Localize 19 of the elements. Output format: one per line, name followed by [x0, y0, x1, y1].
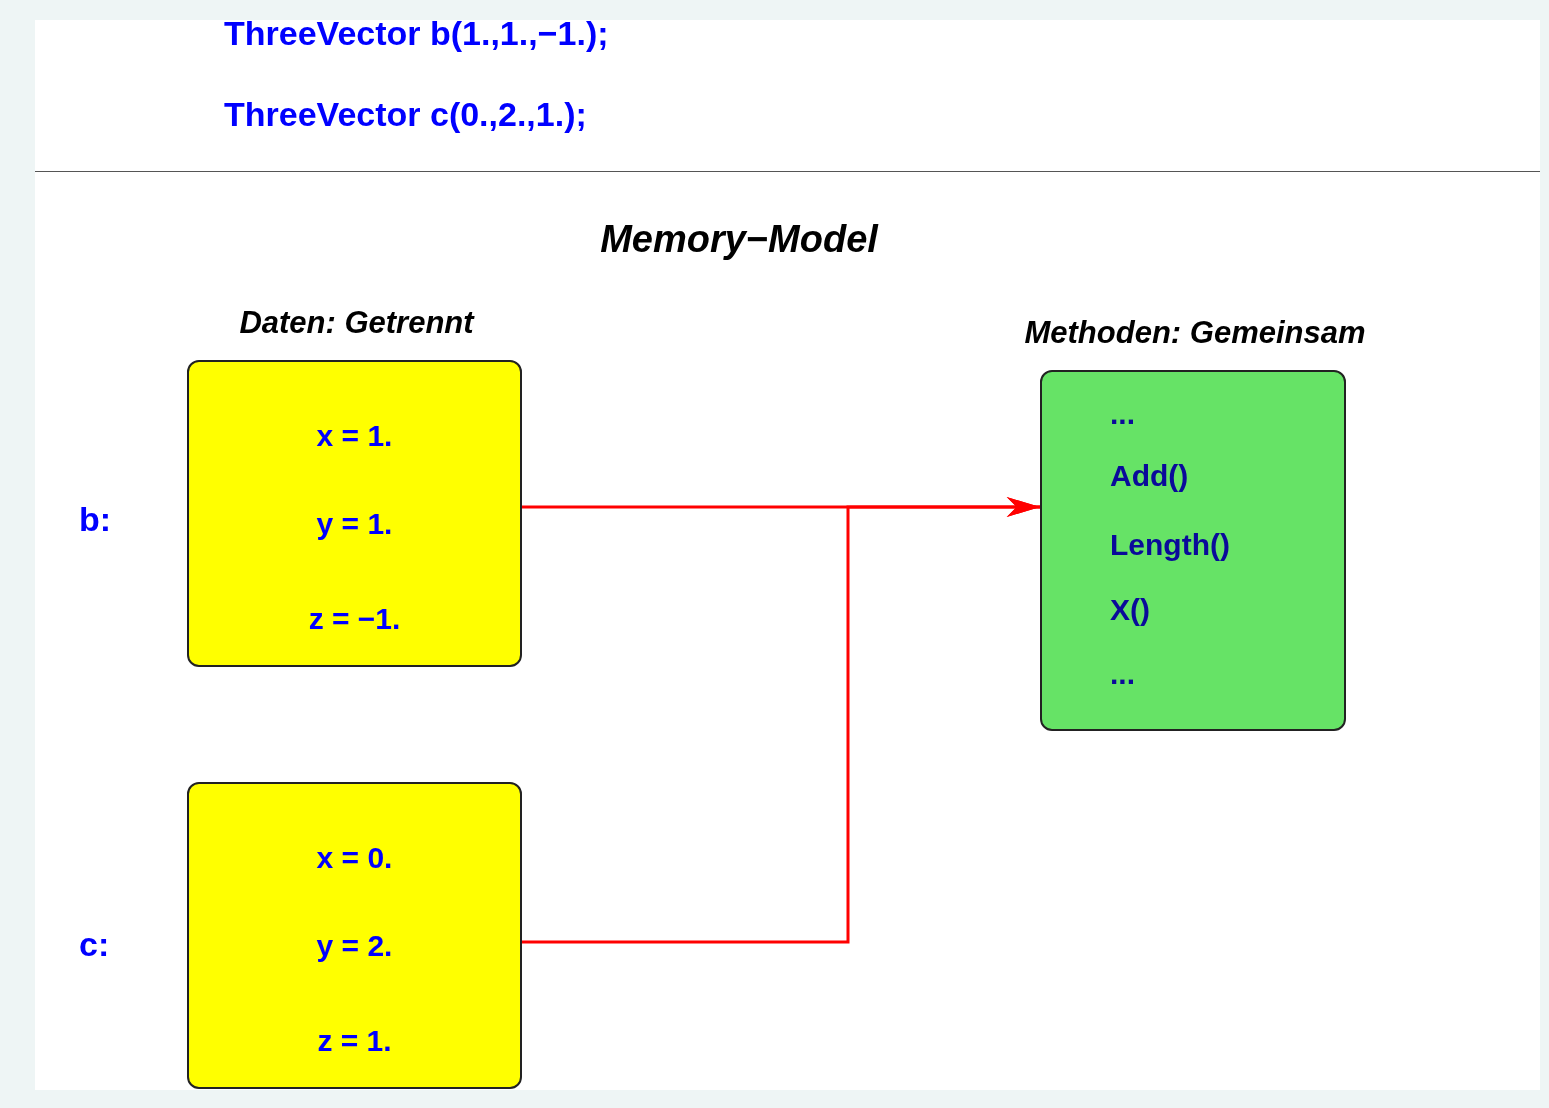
method-name: Length() [1110, 530, 1230, 560]
method-name: ... [1110, 399, 1135, 429]
column-heading: Daten: Getrennt [238, 305, 476, 341]
field-value: y = 1. [315, 509, 394, 539]
field-value: x = 1. [315, 421, 394, 451]
code-line: ThreeVector c(0.,2.,1.); [224, 97, 587, 131]
method-name: X() [1110, 595, 1150, 625]
code-line: ThreeVector b(1.,1.,−1.); [224, 16, 609, 50]
object-name: c: [79, 927, 110, 961]
arrow [522, 497, 1040, 944]
diagram-title: Memory−Model [599, 220, 880, 258]
object-name: b: [79, 502, 112, 536]
method-name: ... [1110, 659, 1135, 689]
field-value: z = 1. [316, 1026, 393, 1056]
field-value: y = 2. [315, 931, 394, 961]
field-value: x = 0. [315, 843, 394, 873]
method-name: Add() [1110, 461, 1189, 491]
column-heading: Methoden: Gemeinsam [1023, 315, 1367, 351]
field-value: z = −1. [307, 604, 402, 634]
